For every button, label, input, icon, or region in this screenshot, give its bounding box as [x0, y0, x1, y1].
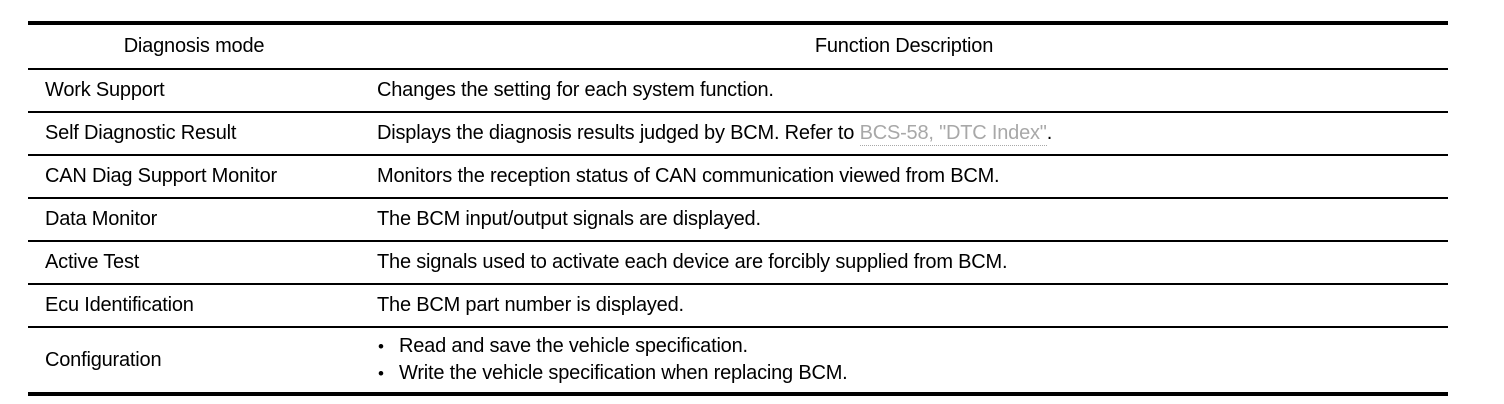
table-row-active-test: Active Test The signals used to activate… — [28, 240, 1448, 285]
list-item: Read and save the vehicle specification. — [377, 333, 1448, 360]
table-row-self-diagnostic-result: Self Diagnostic Result Displays the diag… — [28, 111, 1448, 156]
diagnosis-mode-table: Diagnosis mode Function Description Work… — [28, 21, 1448, 396]
cell-function-description: Read and save the vehicle specification.… — [360, 326, 1448, 396]
description-tail-text: . — [1046, 122, 1053, 144]
cell-function-description: Displays the diagnosis results judged by… — [360, 111, 1448, 156]
table-head: Diagnosis mode Function Description — [28, 21, 1448, 70]
list-item: Write the vehicle specification when rep… — [377, 360, 1448, 387]
description-lead-text: Displays the diagnosis results judged by… — [377, 122, 860, 144]
cell-diagnosis-mode: Active Test — [28, 240, 360, 285]
cell-function-description: The BCM input/output signals are display… — [360, 197, 1448, 242]
cell-function-description: The BCM part number is displayed. — [360, 283, 1448, 328]
cell-diagnosis-mode: Ecu Identification — [28, 283, 360, 328]
cell-function-description: The signals used to activate each device… — [360, 240, 1448, 285]
cell-diagnosis-mode: Self Diagnostic Result — [28, 111, 360, 156]
configuration-bullet-list: Read and save the vehicle specification.… — [377, 333, 1448, 387]
cell-diagnosis-mode: Configuration — [28, 326, 360, 396]
column-header-function-description: Function Description — [360, 21, 1448, 70]
cell-function-description: Monitors the reception status of CAN com… — [360, 154, 1448, 199]
cell-diagnosis-mode: Data Monitor — [28, 197, 360, 242]
table-row-data-monitor: Data Monitor The BCM input/output signal… — [28, 197, 1448, 242]
table-row-work-support: Work Support Changes the setting for eac… — [28, 68, 1448, 113]
table-row-can-diag-support-monitor: CAN Diag Support Monitor Monitors the re… — [28, 154, 1448, 199]
cell-diagnosis-mode: CAN Diag Support Monitor — [28, 154, 360, 199]
table-row-configuration: Configuration Read and save the vehicle … — [28, 326, 1448, 396]
table-header-row: Diagnosis mode Function Description — [28, 21, 1448, 70]
cell-diagnosis-mode: Work Support — [28, 68, 360, 113]
column-header-diagnosis-mode: Diagnosis mode — [28, 21, 360, 70]
table-row-ecu-identification: Ecu Identification The BCM part number i… — [28, 283, 1448, 328]
dtc-index-cross-reference-link[interactable]: BCS-58, "DTC Index" — [859, 122, 1047, 146]
table-body: Work Support Changes the setting for eac… — [28, 68, 1448, 396]
cell-function-description: Changes the setting for each system func… — [360, 68, 1448, 113]
